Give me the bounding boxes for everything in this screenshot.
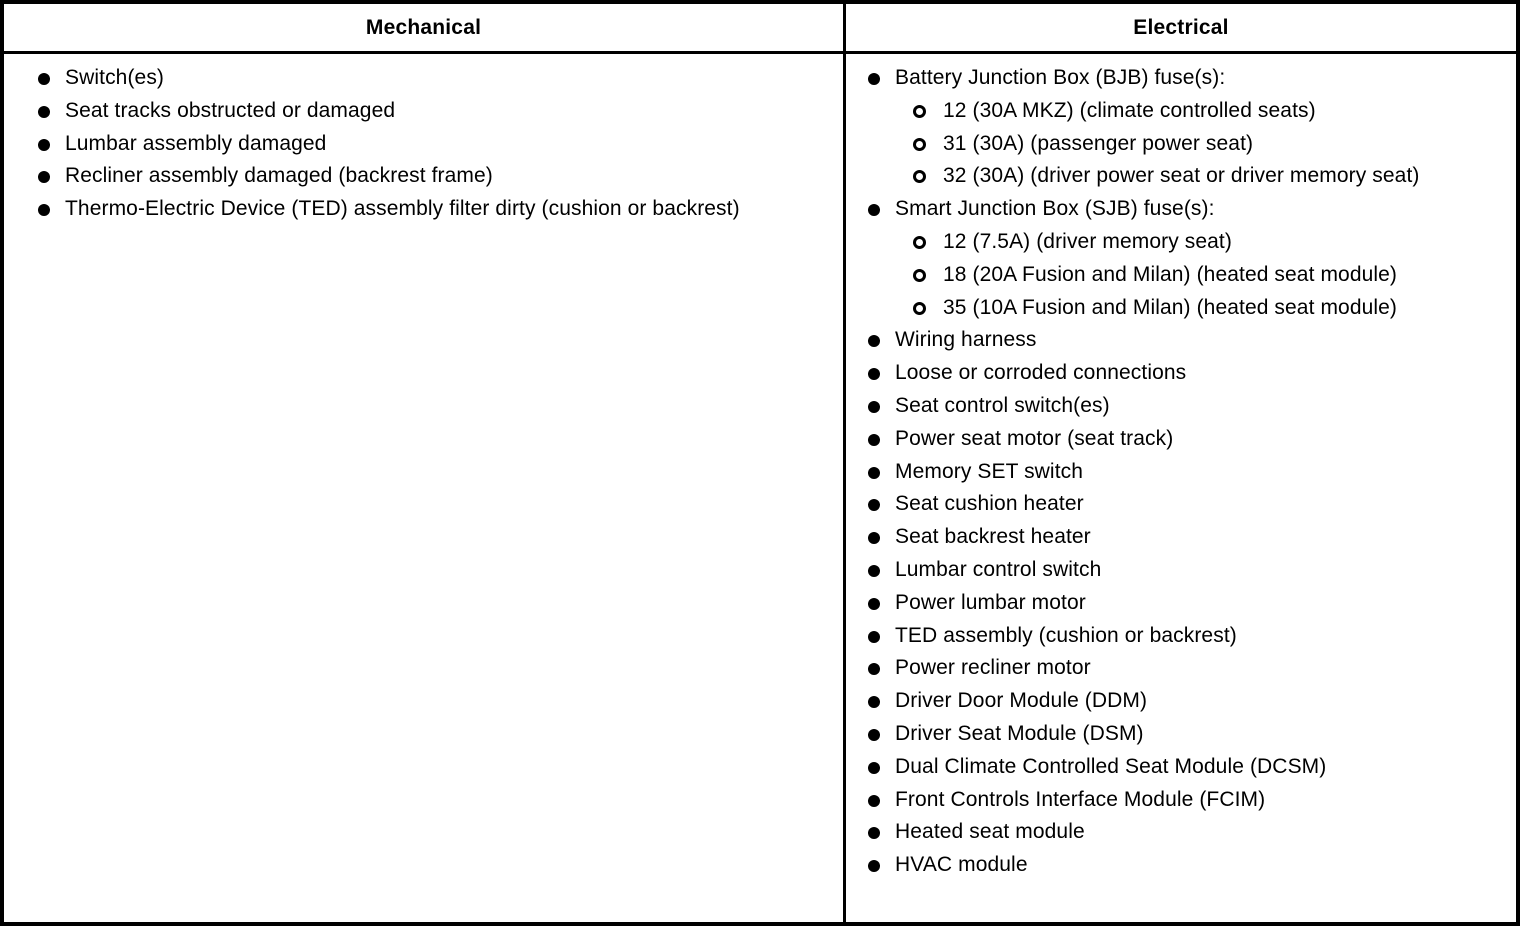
filled-bullet-icon [868, 335, 880, 348]
list-item-text: 12 (7.5A) (driver memory seat) [943, 229, 1232, 253]
list-item-text: Lumbar control switch [895, 557, 1102, 581]
list-item: 12 (7.5A) (driver memory seat) [913, 226, 1504, 259]
list-item-text: Seat tracks obstructed or damaged [65, 98, 396, 122]
list-item: 18 (20A Fusion and Milan) (heated seat m… [913, 259, 1504, 292]
open-bullet-icon [913, 170, 926, 184]
list-item-text: Thermo-Electric Device (TED) assembly fi… [65, 197, 740, 221]
open-bullet-icon [913, 301, 926, 315]
list-item: Seat backrest heater [868, 521, 1504, 554]
list-item-text: Memory SET switch [895, 459, 1084, 483]
list-item: Loose or corroded connections [868, 357, 1504, 390]
filled-bullet-icon [868, 597, 880, 610]
column-header-electrical: Electrical [1133, 15, 1229, 39]
filled-bullet-icon [38, 105, 50, 118]
list-item-text: Seat backrest heater [895, 525, 1091, 549]
open-bullet-icon [913, 268, 926, 282]
list-item-text: HVAC module [895, 853, 1028, 877]
filled-bullet-icon [868, 794, 880, 807]
table-header-row: Mechanical Electrical [4, 4, 1516, 54]
table-body-row: Switch(es) Seat tracks obstructed or dama… [4, 54, 1516, 922]
filled-bullet-icon [38, 138, 50, 151]
filled-bullet-icon [868, 696, 880, 709]
filled-bullet-icon [868, 761, 880, 774]
list-item: Smart Junction Box (SJB) fuse(s): [868, 193, 1504, 226]
list-item: Front Controls Interface Module (FCIM) [868, 784, 1504, 817]
list-item-text: Front Controls Interface Module (FCIM) [895, 787, 1266, 811]
list-item-text: Dual Climate Controlled Seat Module (DCS… [895, 754, 1327, 778]
list-item-text: Battery Junction Box (BJB) fuse(s): [895, 66, 1226, 89]
filled-bullet-icon [868, 499, 880, 512]
filled-bullet-icon [868, 400, 880, 413]
list-item-text: Power lumbar motor [895, 590, 1086, 614]
filled-bullet-icon [868, 532, 880, 545]
filled-bullet-icon [38, 204, 50, 217]
list-item: Wiring harness [868, 324, 1504, 357]
filled-bullet-icon [38, 73, 50, 85]
list-item: Thermo-Electric Device (TED) assembly fi… [38, 193, 755, 226]
list-item: Power lumbar motor [868, 587, 1504, 620]
filled-bullet-icon [868, 827, 880, 840]
filled-bullet-icon [868, 466, 880, 479]
mechanical-causes-list: Switch(es) Seat tracks obstructed or dama… [4, 54, 846, 922]
filled-bullet-icon [868, 663, 880, 676]
list-item-text: 35 (10A Fusion and Milan) (heated seat m… [943, 295, 1398, 319]
list-item: Power seat motor (seat track) [868, 423, 1504, 456]
list-item: Seat control switch(es) [868, 390, 1504, 423]
list-item: 12 (30A MKZ) (climate controlled seats) [913, 95, 1504, 128]
list-item-text: Switch(es) [65, 66, 165, 89]
list-item-text: Driver Seat Module (DSM) [895, 721, 1144, 745]
list-item-text: TED assembly (cushion or backrest) [895, 623, 1237, 647]
list-item-text: 18 (20A Fusion and Milan) (heated seat m… [943, 262, 1398, 286]
list-item: Battery Junction Box (BJB) fuse(s): [868, 62, 1504, 95]
column-header-mechanical: Mechanical [4, 4, 846, 51]
list-item-text: Driver Door Module (DDM) [895, 689, 1148, 713]
list-item: Seat cushion heater [868, 488, 1504, 521]
filled-bullet-icon [38, 171, 50, 184]
open-bullet-icon [913, 235, 926, 249]
list-item: 32 (30A) (driver power seat or driver me… [913, 160, 1504, 193]
filled-bullet-icon [868, 728, 880, 741]
list-item: Memory SET switch [868, 456, 1504, 489]
list-item-text: Lumbar assembly damaged [65, 131, 327, 155]
list-item: Driver Seat Module (DSM) [868, 718, 1504, 751]
list-item: Seat tracks obstructed or damaged [38, 95, 755, 128]
list-item: Power recliner motor [868, 652, 1504, 685]
filled-bullet-icon [868, 630, 880, 643]
list-item-text: 32 (30A) (driver power seat or driver me… [943, 164, 1420, 188]
list-item-text: Seat cushion heater [895, 492, 1084, 516]
list-item-text: Wiring harness [895, 328, 1037, 352]
list-item: Lumbar assembly damaged [38, 128, 755, 161]
list-item: 31 (30A) (passenger power seat) [913, 128, 1504, 161]
filled-bullet-icon [868, 433, 880, 446]
list-item-text: Seat control switch(es) [895, 393, 1110, 417]
list-item-text: Power seat motor (seat track) [895, 426, 1174, 450]
list-item-text: Loose or corroded connections [895, 361, 1187, 385]
list-item: Driver Door Module (DDM) [868, 685, 1504, 718]
list-item: Heated seat module [868, 816, 1504, 849]
electrical-causes-list: Battery Junction Box (BJB) fuse(s): 12 (3… [846, 54, 1516, 922]
list-item-text: Heated seat module [895, 820, 1085, 844]
list-item-text: 31 (30A) (passenger power seat) [943, 131, 1254, 155]
list-item-text: 12 (30A MKZ) (climate controlled seats) [943, 98, 1316, 122]
list-item: TED assembly (cushion or backrest) [868, 620, 1504, 653]
list-item-text: Recliner assembly damaged (backrest fram… [65, 164, 493, 188]
filled-bullet-icon [868, 73, 880, 85]
list-item: Switch(es) [38, 62, 755, 95]
list-item: HVAC module [868, 849, 1504, 882]
filled-bullet-icon [868, 204, 880, 217]
filled-bullet-icon [868, 860, 880, 873]
list-item-text: Smart Junction Box (SJB) fuse(s): [895, 197, 1215, 221]
list-item: Dual Climate Controlled Seat Module (DCS… [868, 751, 1504, 784]
filled-bullet-icon [868, 564, 880, 577]
filled-bullet-icon [868, 368, 880, 381]
open-bullet-icon [913, 104, 926, 118]
list-item-text: Power recliner motor [895, 656, 1091, 680]
open-bullet-icon [913, 137, 926, 151]
list-item: Recliner assembly damaged (backrest fram… [38, 160, 755, 193]
list-item: 35 (10A Fusion and Milan) (heated seat m… [913, 292, 1504, 325]
list-item: Lumbar control switch [868, 554, 1504, 587]
